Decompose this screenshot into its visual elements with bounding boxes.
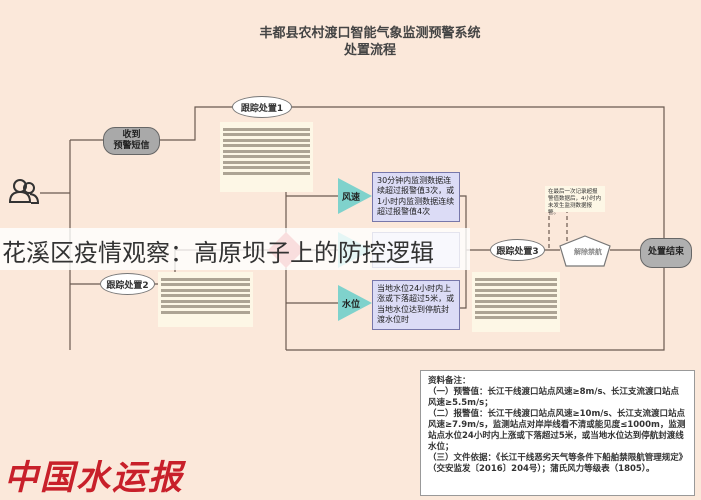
remarks-item: （三）文件依据：《长江干线恶劣天气等条件下船舶禁限航管理规定》（交安监发〔201… xyxy=(428,453,684,475)
track1-note xyxy=(220,122,313,192)
receive-warning-node: 收到 预警短信 xyxy=(103,127,160,155)
newspaper-logo: 中国水运报 xyxy=(4,458,184,498)
headline-banner: 花溪区疫情观察：高原坝子上的防控逻辑 xyxy=(0,228,470,270)
lift-ban-shape xyxy=(559,235,611,267)
track2-node: 跟踪处置2 xyxy=(100,273,155,295)
water-level-label: 水位 xyxy=(342,300,361,310)
diagram-title: 丰都县农村渡口智能气象监测预警系统 xyxy=(259,26,481,41)
wind-triangle xyxy=(338,178,372,214)
people-icon xyxy=(8,179,40,204)
diagram-subtitle: 处置流程 xyxy=(343,43,396,58)
end-node: 处置结束 xyxy=(640,238,692,268)
water-level-triangle xyxy=(338,285,372,321)
headline-text: 花溪区疫情观察：高原坝子上的防控逻辑 xyxy=(2,239,434,267)
wind-label: 风速 xyxy=(342,193,361,203)
wind-condition-box: 30分钟内监测数据连续超过报警值3次，或1小时内监测数据连续超过报警值4次 xyxy=(372,172,460,222)
track3-note xyxy=(472,272,560,332)
track3-node: 跟踪处置3 xyxy=(490,239,545,261)
side-note: 在最后一次记录超报警值数据后，4小时内未发生监测数据报警。 xyxy=(545,186,605,216)
remarks-heading: 资料备注： xyxy=(428,376,471,386)
remarks-item: （一）预警值：长江干线渡口站点风速≥8m/s、长江支流渡口站点风速≥5.5m/s… xyxy=(428,387,680,409)
remarks-item: （二）报警值：长江干线渡口站点风速≥10m/s、长江支流渡口站点风速≥7.9m/… xyxy=(428,409,686,453)
lift-ban-label: 解除禁航 xyxy=(574,248,602,256)
track1-node: 跟踪处置1 xyxy=(232,96,292,118)
water-level-condition-box: 当地水位24小时内上涨或下落超过5米，或当地水位达到停航封渡水位时 xyxy=(372,280,460,330)
track2-note xyxy=(158,272,253,327)
remarks-box: 资料备注： （一）预警值：长江干线渡口站点风速≥8m/s、长江支流渡口站点风速≥… xyxy=(420,370,695,496)
